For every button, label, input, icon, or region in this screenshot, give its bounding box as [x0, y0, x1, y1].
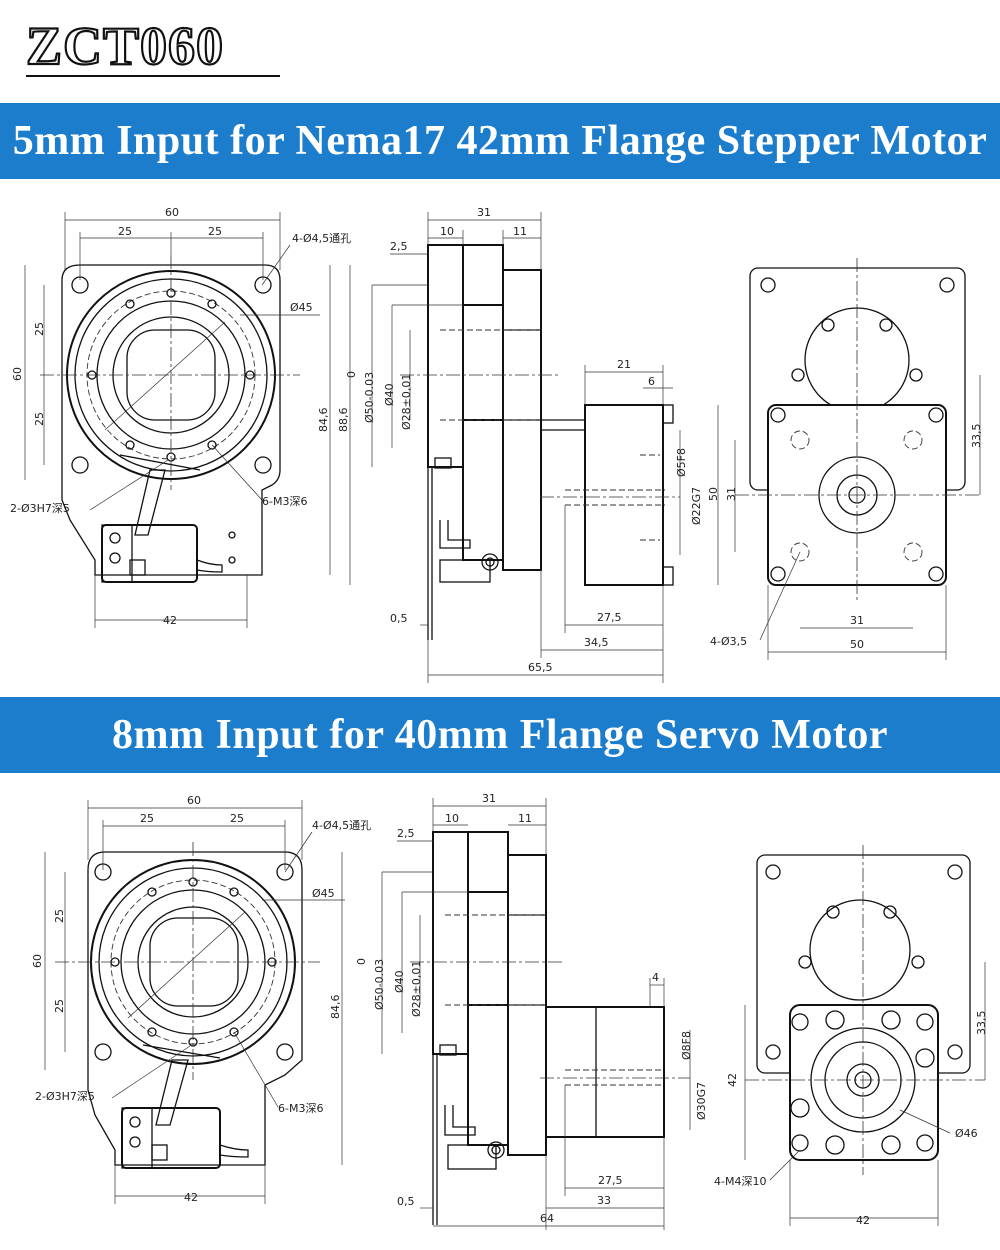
dim-25b: 25 [208, 225, 222, 238]
dim-side-31: 31 [477, 206, 491, 219]
dim2-side-05: 0,5 [397, 1195, 415, 1208]
dim2-side-28: Ø28±0,01 [410, 961, 423, 1017]
dim-side-50: Ø50-0.03 [363, 372, 376, 423]
dim-rear-31: 31 [850, 614, 864, 627]
zct060-logo: ZCT060 [25, 15, 280, 77]
dim-side-345: 34,5 [584, 636, 609, 649]
dim2-side-50: Ø50-0.03 [373, 959, 386, 1010]
dim2-motor-8f8: Ø8F8 [680, 1031, 693, 1060]
dim2-motor-30g7: Ø30G7 [695, 1082, 708, 1120]
dim-motor-22g7: Ø22G7 [690, 487, 703, 525]
dim2-rear-42v: 42 [726, 1073, 739, 1087]
label2-m3: 6-M3深6 [278, 1102, 323, 1115]
dim-side-655: 65,5 [528, 661, 553, 674]
dim2-846: 84,6 [329, 995, 342, 1020]
label-holes: 4-Ø4,5通孔 [292, 232, 351, 245]
section1-drawing: 60 25 25 4-Ø4,5通孔 Ø45 60 25 25 84,6 88,6… [10, 206, 983, 683]
dim-motor-6: 6 [648, 375, 655, 388]
section2-drawing: 60 25 25 4-Ø4,5通孔 Ø45 60 25 25 84,6 2-Ø3… [31, 792, 988, 1230]
dim-side-28: Ø28±0,01 [400, 374, 413, 430]
section2-banner: 8mm Input for 40mm Flange Servo Motor [0, 697, 1000, 773]
dim2-side-40: Ø40 [393, 970, 406, 993]
dim-side-10: 10 [440, 225, 454, 238]
dim-60: 60 [165, 206, 179, 219]
label2-holes: 4-Ø4,5通孔 [312, 819, 371, 832]
dim-42: 42 [163, 614, 177, 627]
side-view-1: 31 10 11 2,5 0 Ø50-0.03 Ø40 Ø28±0,01 21 … [345, 206, 703, 683]
dim2-42: 42 [184, 1191, 198, 1204]
dim2-side-0: 0 [355, 958, 368, 965]
dim-rear-50: 50 [850, 638, 864, 651]
dim-side-275: 27,5 [597, 611, 622, 624]
dim2-v25b: 25 [53, 999, 66, 1013]
label-d45: Ø45 [290, 301, 313, 314]
dim2-side-10: 10 [445, 812, 459, 825]
label-m3: 6-M3深6 [262, 495, 307, 508]
dim2-side-275: 27,5 [598, 1174, 623, 1187]
dim-rear-31v: 31 [725, 487, 738, 501]
rear-view-2: 42 33,5 Ø46 4-M4深10 42 [714, 845, 988, 1227]
dim2-60: 60 [187, 794, 201, 807]
dim2-rear-335: 33,5 [975, 1011, 988, 1036]
logo-text: ZCT060 [26, 16, 224, 76]
dim2-25b: 25 [230, 812, 244, 825]
label2-pin: 2-Ø3H7深5 [35, 1090, 95, 1103]
dim-side-11: 11 [513, 225, 527, 238]
dim-846: 84,6 [317, 408, 330, 433]
dim-side-0: 0 [345, 371, 358, 378]
dim-v25a: 25 [33, 322, 46, 336]
dim-v25b: 25 [33, 412, 46, 426]
dim-rear-335: 33,5 [970, 424, 983, 449]
dim2-v60: 60 [31, 954, 44, 968]
dim-v60: 60 [11, 367, 24, 381]
label-pin: 2-Ø3H7深5 [10, 502, 70, 515]
dim-motor-21: 21 [617, 358, 631, 371]
section1-banner: 5mm Input for Nema17 42mm Flange Stepper… [0, 103, 1000, 179]
dim-rear-50v: 50 [707, 487, 720, 501]
label2-rear-d46: Ø46 [955, 1127, 978, 1140]
rear-view-1: 50 31 33,5 31 50 4-Ø3,5 [707, 258, 983, 660]
dim-side-25: 2,5 [390, 240, 408, 253]
label2-d45: Ø45 [312, 887, 335, 900]
dim-side-40: Ø40 [383, 383, 396, 406]
dim2-side-33: 33 [597, 1194, 611, 1207]
dim-side-05: 0,5 [390, 612, 408, 625]
dim2-side-25: 2,5 [397, 827, 415, 840]
label2-rear-m4: 4-M4深10 [714, 1175, 766, 1188]
dim2-side-64: 64 [540, 1212, 554, 1225]
dim2-side-11: 11 [518, 812, 532, 825]
dim-motor-5f8: Ø5F8 [675, 448, 688, 477]
label-rear-35: 4-Ø3,5 [710, 635, 747, 648]
dim2-v25a: 25 [53, 909, 66, 923]
front-view-1: 60 25 25 4-Ø4,5通孔 Ø45 60 25 25 84,6 88,6… [10, 206, 351, 628]
dim2-motor-4: 4 [652, 971, 659, 984]
dim-25a: 25 [118, 225, 132, 238]
dim-886: 88,6 [337, 408, 350, 433]
dim2-side-31: 31 [482, 792, 496, 805]
section2-title: 8mm Input for 40mm Flange Servo Motor [112, 712, 888, 758]
dim2-25a: 25 [140, 812, 154, 825]
dim2-rear-42: 42 [856, 1214, 870, 1227]
front-view-2: 60 25 25 4-Ø4,5通孔 Ø45 60 25 25 84,6 2-Ø3… [31, 794, 371, 1204]
side-view-2: 31 10 11 2,5 0 Ø50-0.03 Ø40 Ø28±0,01 4 Ø… [355, 792, 708, 1230]
section1-title: 5mm Input for Nema17 42mm Flange Stepper… [12, 118, 988, 164]
